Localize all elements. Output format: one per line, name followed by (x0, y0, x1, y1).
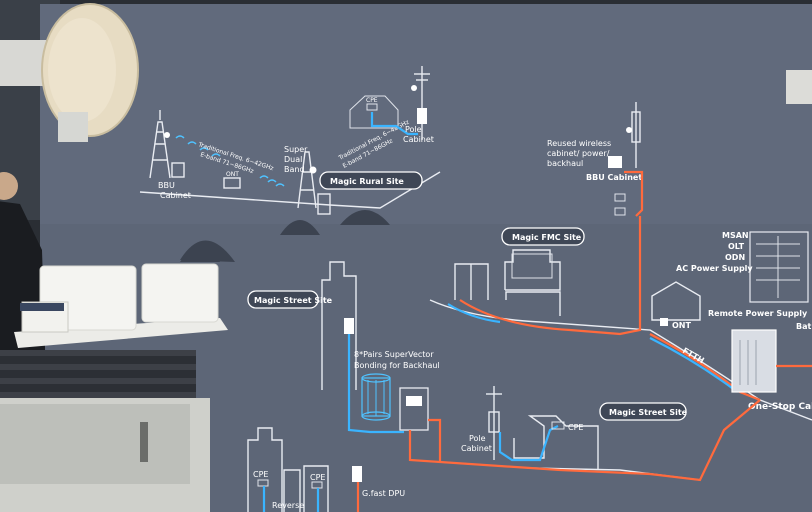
street-cpe-label: CPE (568, 423, 583, 432)
pole-street-cabinet-label: Cabinet (461, 444, 492, 453)
reused-line2: cabinet/ power/ (547, 149, 610, 158)
bbu-cabinet-tower-right (608, 102, 641, 168)
hill (280, 220, 320, 235)
magic-fmc-site-pill (501, 227, 585, 246)
olt-label: OLT (728, 242, 745, 251)
dual-label: Dual (284, 155, 302, 164)
magic-street-site-pill-left (247, 290, 319, 309)
bbu-label: BBU (158, 181, 175, 190)
street-house-right (513, 415, 599, 470)
pole-cabinet-label: Cabinet (403, 135, 434, 144)
equipment-rack (749, 231, 809, 303)
info-placard-left (58, 112, 88, 142)
magic-rural-site-pill (319, 171, 423, 190)
hill (180, 240, 235, 262)
bottom-buildings (247, 427, 362, 512)
magic-street-site-pill-right (599, 402, 687, 421)
street-fiber-main (408, 399, 761, 482)
equipment-stack (0, 350, 210, 512)
magic-street-site-label-right: Magic Street Site (609, 408, 688, 417)
magic-street-site-label-left: Magic Street Site (254, 296, 333, 305)
rural-ont-box (223, 177, 241, 189)
ac-power-label: AC Power Supply (676, 264, 753, 273)
info-placard-right (786, 70, 812, 104)
street-copper-down (347, 334, 404, 434)
cpe-bottom-2-label: CPE (310, 473, 325, 482)
remote-power-label: Remote Power Supply (708, 309, 808, 318)
street-cpe-copper (498, 425, 559, 462)
reused-line3: backhaul (547, 159, 583, 168)
rural-house (349, 95, 399, 129)
pairs-line1: 8*Pairs SuperVector (354, 350, 434, 359)
fmc-fiber-line (459, 216, 642, 336)
band-label: Band (284, 165, 305, 174)
ftth-copper (649, 337, 733, 389)
super-dual-band-tower (297, 151, 331, 215)
magic-fmc-site-label: Magic FMC Site (512, 233, 582, 242)
one-stop-cabinet (731, 329, 777, 393)
rural-cpe-label: CPE (366, 97, 378, 104)
rural-tower-left (149, 110, 185, 179)
rural-copper-line (370, 112, 418, 136)
one-stop-label: One-Stop Cab (748, 402, 812, 412)
fmc-buildings (454, 249, 561, 316)
pole-street (486, 386, 502, 460)
rural-cpe-box (366, 103, 378, 111)
ont-house (651, 281, 701, 326)
bbu-cabinet-box (171, 162, 185, 178)
signal-waves-left (175, 135, 285, 187)
street-fiber-right (428, 418, 442, 462)
msan-label: MSAN (722, 231, 749, 240)
pole-label: Pole (405, 125, 422, 134)
gfast-label: G.fast DPU (362, 489, 405, 498)
bbu-box-a (614, 193, 626, 202)
pole-rural (411, 66, 430, 140)
street-buildings-left (321, 261, 357, 390)
bbu-box-b (614, 207, 626, 216)
ont-fmc-label: ONT (672, 321, 691, 330)
hill (340, 210, 390, 225)
odn-label: ODN (725, 253, 745, 262)
bbu-fiber-line (624, 170, 644, 217)
ground-line-rural (139, 171, 441, 209)
rural-ont-label: ONT (226, 171, 239, 178)
reverse-label: Reverse (272, 501, 304, 510)
pole-street-label: Pole (469, 434, 486, 443)
super-label: Super (284, 145, 308, 154)
street-cpe-box (551, 421, 565, 430)
fmc-copper-line (447, 303, 501, 324)
reused-line1: Reused wireless (547, 139, 611, 148)
street-cabinet (399, 387, 429, 431)
cable-bundle (361, 373, 391, 421)
magic-rural-site-label: Magic Rural Site (330, 177, 404, 186)
router-display-table (14, 263, 228, 348)
pairs-line2: Bonding for Backhaul (354, 361, 440, 370)
bbu-cabinet-right-label: BBU Cabinet (586, 173, 642, 182)
tower-cabinet-box (317, 193, 331, 215)
street-dsl-box (344, 318, 354, 334)
bat-label: Bat (796, 322, 811, 331)
microwave-dish (0, 3, 139, 137)
cpe-bottom-1-label: CPE (253, 470, 268, 479)
bbu-cabinet-label: Cabinet (160, 191, 191, 200)
